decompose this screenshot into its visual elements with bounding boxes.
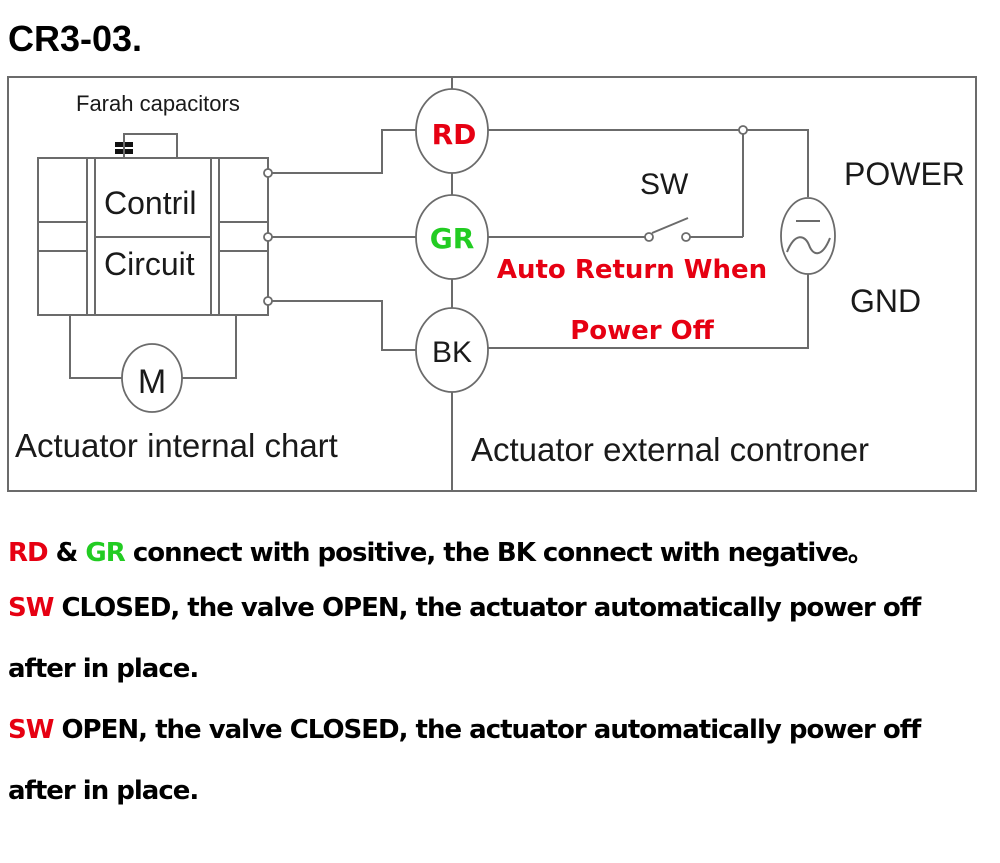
external-controller-caption: Actuator external controner: [471, 431, 869, 468]
auto-return-label-line1: Auto Return When: [497, 255, 767, 285]
capacitor-label: Farah capacitors: [76, 91, 240, 116]
ac-power-source-icon: [780, 197, 836, 275]
note-sw: SW: [8, 593, 54, 623]
diagram-frame: [7, 76, 977, 492]
gnd-label: GND: [850, 283, 921, 319]
capacitor-icon: [115, 133, 178, 158]
note-line4-text: OPEN, the valve CLOSED, the actuator aut…: [53, 715, 921, 745]
motor-label: M: [138, 363, 166, 401]
note-amp: &: [47, 538, 86, 568]
note-line5: after in place.: [8, 776, 199, 806]
note-line1-text: connect with positive, the BK connect wi…: [124, 538, 874, 568]
wire-bk-label: BK: [432, 336, 472, 369]
note-line3: after in place.: [8, 654, 199, 684]
wire-gr-label: GR: [430, 222, 475, 255]
page-title: CR3-03.: [8, 18, 143, 59]
switch-label: SW: [640, 168, 689, 201]
note-rd: RD: [8, 538, 49, 568]
note-line2-text: CLOSED, the valve OPEN, the actuator aut…: [53, 593, 921, 623]
terminal-gr: [263, 232, 273, 242]
terminal-rd: [263, 168, 273, 178]
junction-node: [738, 125, 748, 135]
wire-rd-label: RD: [432, 118, 477, 151]
note-sw-open: SW OPEN, the valve CLOSED, the actuator …: [8, 715, 921, 745]
motor-icon: [121, 343, 183, 413]
control-label-line2: Circuit: [104, 246, 195, 282]
control-label-line1: Contril: [104, 185, 196, 221]
connector-bk: [415, 307, 489, 393]
wiring-diagram: Farah capacitors Contril Circuit M RD GR…: [7, 76, 977, 492]
internal-chart-caption: Actuator internal chart: [15, 427, 338, 464]
note-wiring-polarity: RD & GR connect with positive, the BK co…: [8, 532, 874, 569]
note-sw-closed: SW CLOSED, the valve OPEN, the actuator …: [8, 593, 921, 623]
note-sw: SW: [8, 715, 54, 745]
terminal-bk: [263, 296, 273, 306]
auto-return-label-line2: Power Off: [570, 316, 715, 346]
power-label: POWER: [844, 156, 965, 192]
note-gr: GR: [85, 538, 125, 568]
actuator-block: [37, 157, 269, 316]
switch-icon: [644, 217, 691, 242]
